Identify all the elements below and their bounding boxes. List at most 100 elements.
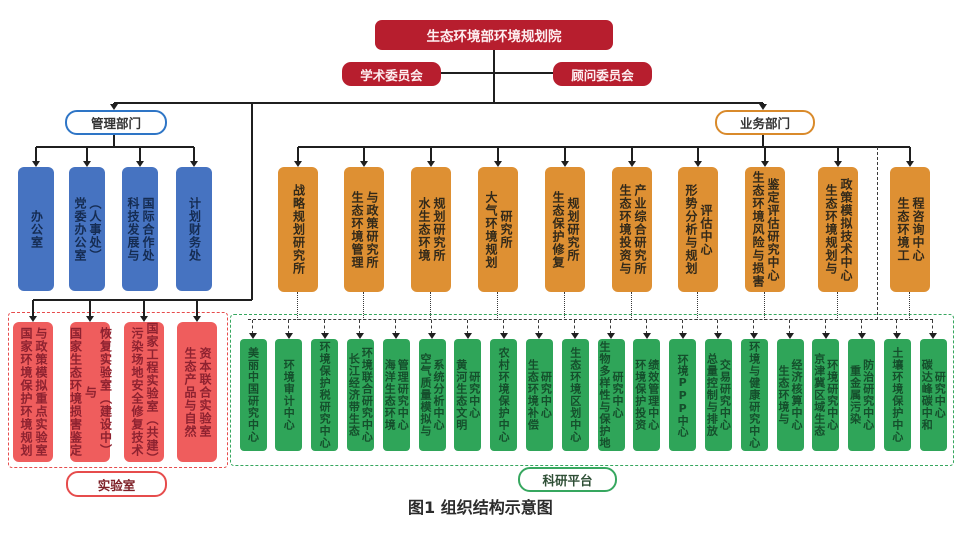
- institute-box: 战略规划研究所: [278, 167, 318, 292]
- lab-box-label: 生态产品与自然 资本联合实验室: [183, 346, 212, 438]
- dept-box-label: 办公室: [29, 209, 44, 249]
- institute-box: 生态环境规划与 政策模拟技术中心: [818, 167, 858, 292]
- connector: [694, 161, 702, 167]
- institute-box-label: 生态环境工 程咨询中心: [896, 197, 925, 262]
- dept-box-label: 计划财务处: [187, 196, 202, 262]
- connector: [753, 320, 755, 334]
- connector: [248, 319, 933, 320]
- connector: [252, 320, 253, 334]
- connector: [395, 320, 397, 334]
- connector: [110, 104, 118, 110]
- lab-box: 污染场地安全修复技术 国家工程实验室（共建）: [124, 322, 164, 465]
- connector: [32, 161, 40, 167]
- connector: [929, 333, 938, 339]
- institute-box: 生态环境投资与 产业综合研究所: [612, 167, 652, 292]
- connector: [714, 333, 723, 339]
- dept-box-label: 科技发展与 国际合作处: [126, 196, 155, 262]
- connector: [497, 147, 499, 162]
- connector: [681, 320, 683, 334]
- root-box-label: 生态环境部环境规划院: [426, 29, 562, 45]
- labs-group-border: [8, 312, 228, 468]
- lab-box: 国家生态环境损害鉴定与 恢复实验室（建设中）: [69, 322, 113, 462]
- connector: [193, 316, 201, 322]
- center-box: 土壤环境保护中心: [883, 339, 911, 451]
- connector: [564, 292, 565, 320]
- connector: [294, 161, 302, 167]
- connector: [428, 333, 436, 339]
- lab-box-label: 污染场地安全修复技术 国家工程实验室（共建）: [130, 322, 159, 465]
- center-box-label: 重金属污染 防治研究中心: [848, 359, 875, 431]
- connector: [33, 299, 252, 301]
- connector: [834, 161, 842, 167]
- institute-box-label: 生态保护修复 规划研究所: [551, 190, 580, 269]
- business-section-label: 业务部门: [715, 110, 815, 135]
- connector: [114, 102, 763, 104]
- center-box-label: 京津冀区域生态 环境研究中心: [812, 353, 839, 437]
- connector: [761, 161, 769, 167]
- connector: [86, 147, 88, 162]
- center-box-label: 环境审计中心: [282, 359, 296, 431]
- connector: [359, 320, 361, 334]
- institute-box: 生态保护修复 规划研究所: [545, 167, 585, 292]
- connector: [497, 292, 498, 320]
- center-box: 环境审计中心: [275, 339, 303, 451]
- connector: [32, 300, 34, 317]
- connector: [287, 320, 289, 334]
- connector: [284, 333, 293, 339]
- connector: [140, 316, 148, 322]
- connector: [466, 320, 468, 334]
- connector: [363, 292, 364, 320]
- center-box: 农村环境保护中心: [490, 339, 518, 451]
- connector: [909, 292, 910, 320]
- dept-box-label: 党委办公室 （人事处）: [73, 196, 102, 262]
- institute-box-label: 战略规划研究所: [291, 184, 306, 275]
- connector: [837, 147, 839, 162]
- connector: [697, 292, 698, 320]
- connector: [298, 146, 910, 148]
- root-box: 生态环境部环境规划院: [375, 20, 613, 50]
- connector: [538, 320, 540, 334]
- connector: [932, 320, 934, 334]
- connector: [502, 320, 504, 334]
- connector: [717, 320, 719, 334]
- connector: [427, 161, 435, 167]
- center-box: 生物多样性与保护地 研究中心: [597, 339, 625, 451]
- dept-box: 科技发展与 国际合作处: [122, 167, 158, 291]
- management-section-label: 管理部门: [65, 110, 167, 135]
- center-box: 生态环境补偿 研究中心: [525, 339, 553, 451]
- connector: [430, 292, 431, 320]
- connector: [750, 333, 759, 339]
- institute-box: 生态环境工 程咨询中心: [890, 167, 930, 292]
- center-box-label: 环境与健康研究中心: [747, 341, 761, 449]
- connector: [143, 300, 145, 317]
- dept-box: 党委办公室 （人事处）: [69, 167, 105, 291]
- center-box-label: 环境保护投资 绩效管理中心: [633, 359, 660, 431]
- connector: [906, 161, 914, 167]
- center-box: 环境与健康研究中心: [740, 339, 768, 451]
- center-box: 环境保护投资 绩效管理中心: [633, 339, 661, 451]
- connector: [441, 72, 553, 74]
- connector: [196, 300, 198, 317]
- institute-box-label: 大气环境规划 研究所: [484, 190, 513, 269]
- center-box-label: 环境PPP中心: [676, 353, 690, 437]
- center-box-label: 生态环境区划中心: [568, 347, 582, 443]
- connector: [535, 333, 544, 339]
- connector: [323, 320, 325, 334]
- center-box-label: 生物多样性与保护地 研究中心: [598, 341, 624, 449]
- center-box-label: 长江经济带生态 环境联合研究中心: [347, 347, 374, 443]
- connector: [561, 161, 569, 167]
- connector: [363, 147, 365, 162]
- connector: [83, 161, 91, 167]
- center-box: 生态环境区划中心: [561, 339, 589, 451]
- center-box-label: 空气质量模拟与 系统分析中心: [419, 353, 445, 437]
- connector: [821, 333, 830, 339]
- center-box-label: 农村环境保护中心: [497, 347, 511, 443]
- connector: [35, 147, 37, 162]
- connector: [463, 333, 472, 339]
- center-box: 空气质量模拟与 系统分析中心: [418, 339, 446, 451]
- dept-box: 办公室: [18, 167, 54, 291]
- center-box-label: 海洋生态环境 管理研究中心: [383, 359, 410, 431]
- labs-section-label: 实验室: [66, 471, 167, 497]
- institute-box-label: 生态环境规划与 政策模拟技术中心: [824, 177, 853, 282]
- center-box-label: 生态环境补偿 研究中心: [526, 359, 553, 431]
